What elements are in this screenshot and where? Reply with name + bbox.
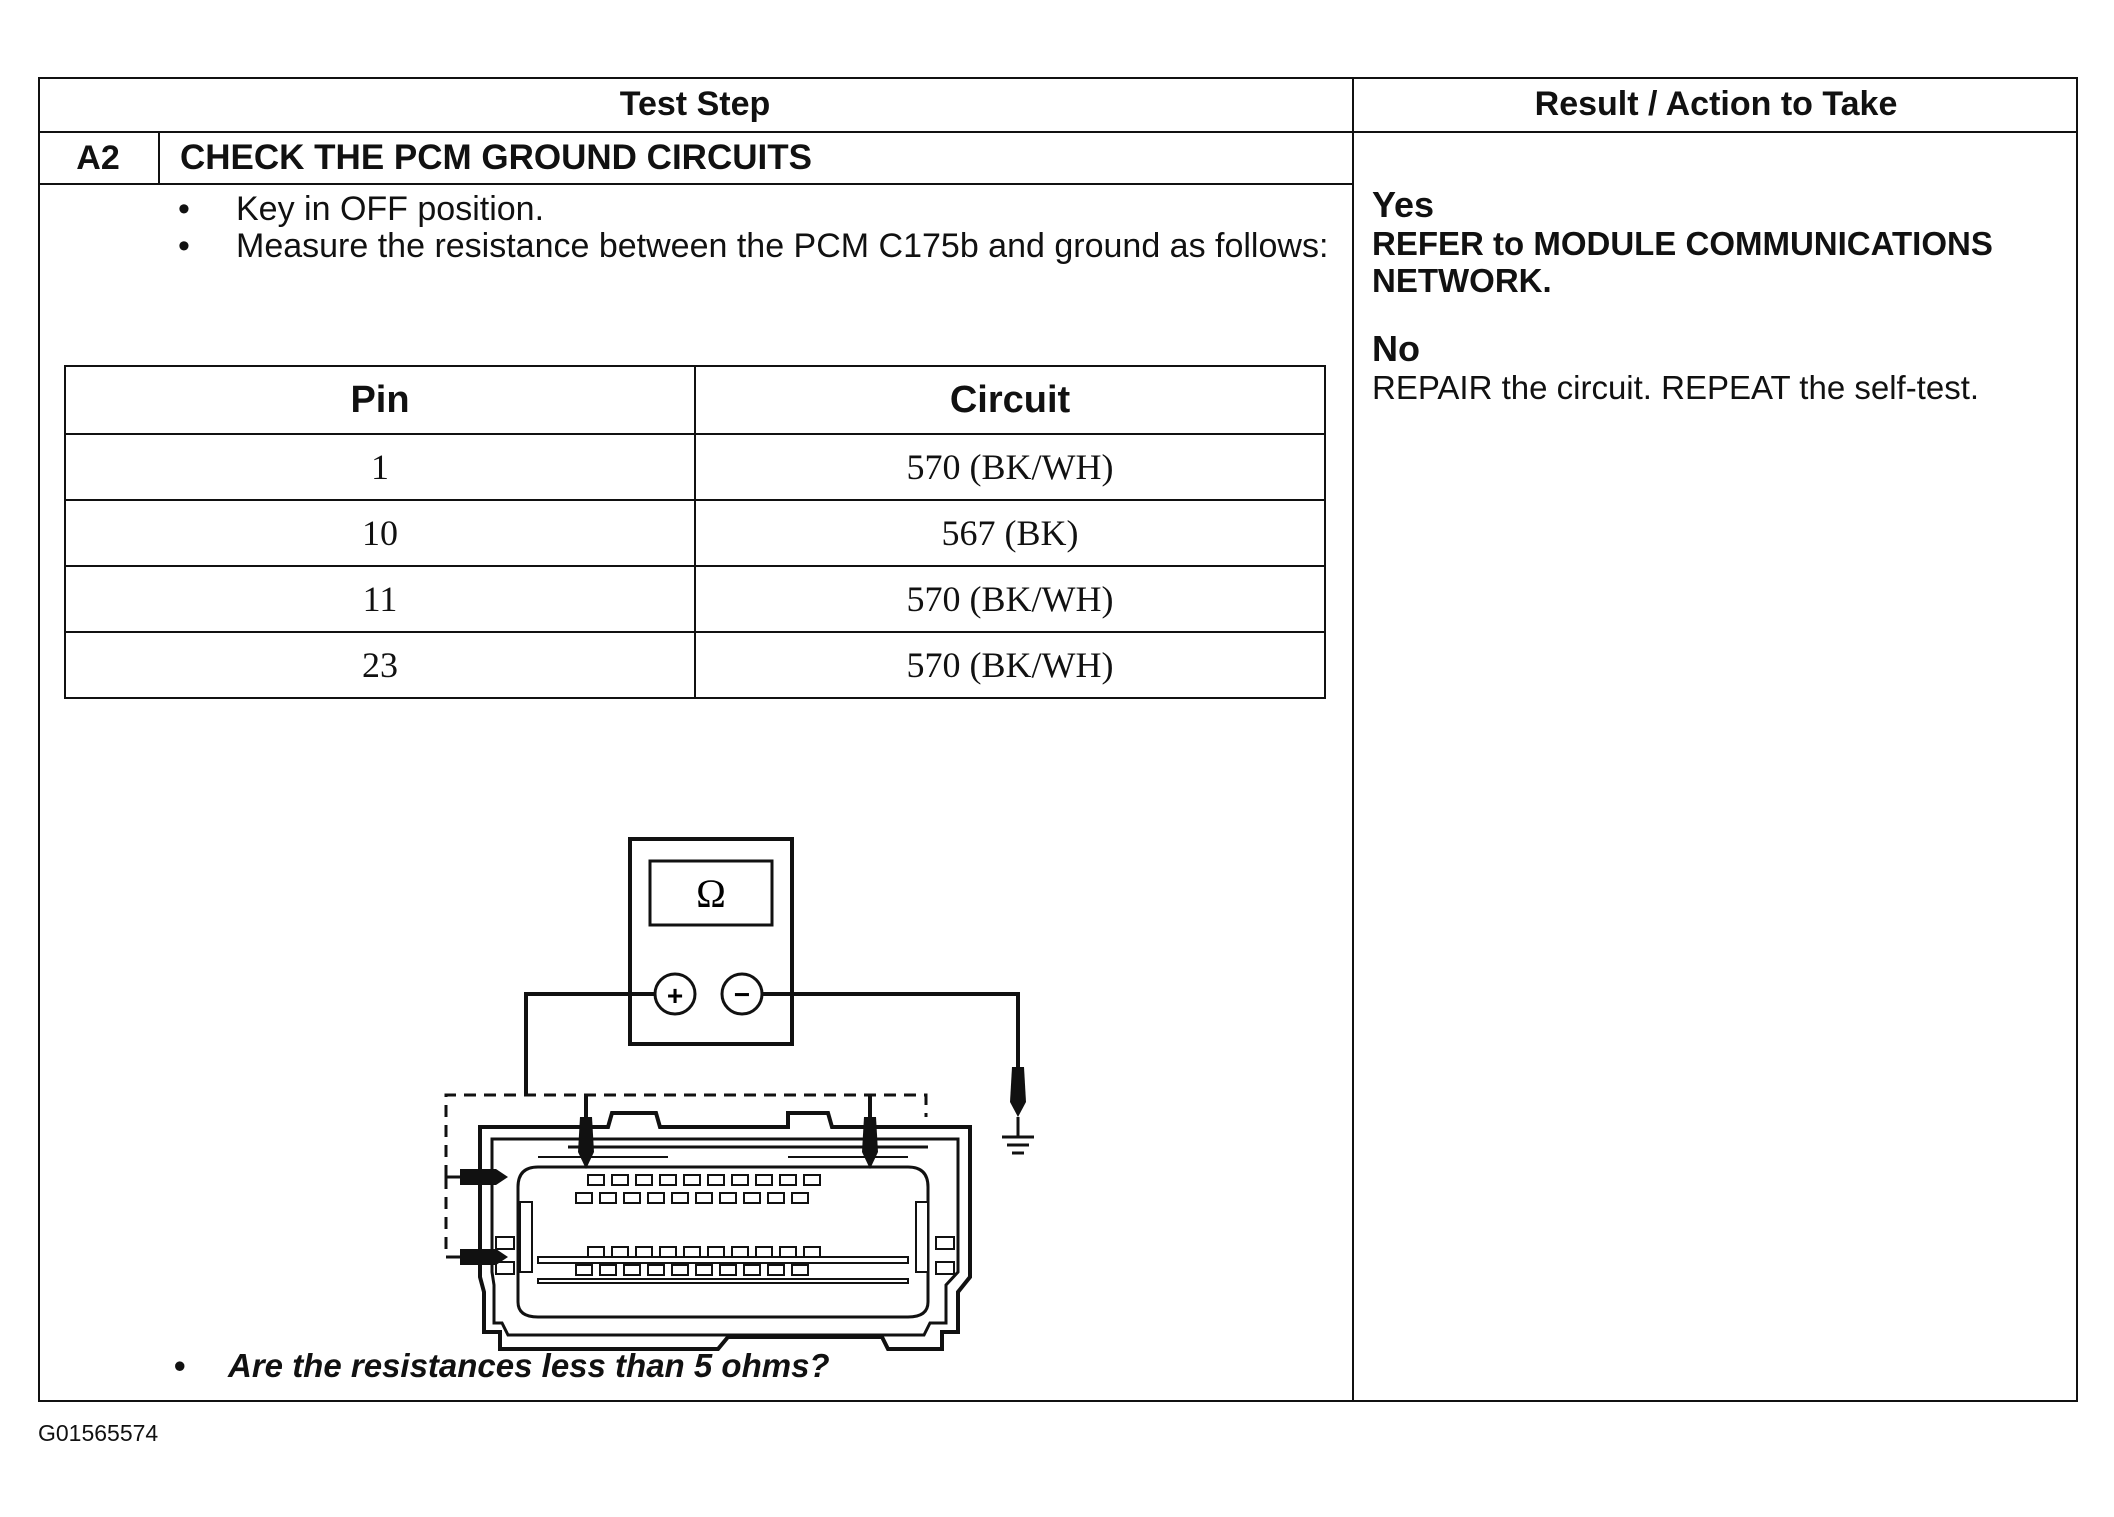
no-label: No: [1372, 328, 1420, 369]
instruction-text: Measure the resistance between the PCM C…: [236, 227, 1329, 265]
ohmmeter: Ω + −: [628, 837, 794, 1046]
test-step-header: Test Step: [619, 85, 771, 123]
instruction-list: • Key in OFF position. • Measure the res…: [178, 191, 1338, 265]
pin-cell: 11: [64, 565, 696, 633]
bullet-icon: •: [178, 190, 190, 228]
instruction-item: • Key in OFF position.: [178, 191, 1338, 228]
ground-icon: [1002, 1067, 1034, 1155]
no-action: REPAIR the circuit. REPEAT the self-test…: [1372, 369, 1980, 406]
minus-symbol: −: [734, 979, 750, 1010]
yes-action: REFER to MODULE COMMUNICATIONS NETWORK.: [1372, 225, 1993, 299]
pin-cell: 23: [64, 631, 696, 699]
question-text: Are the resistances less than 5 ohms?: [228, 1347, 830, 1384]
table-frame: [38, 77, 2078, 1402]
circuit-cell: 567 (BK): [694, 499, 1326, 567]
pin-cell: 10: [64, 499, 696, 567]
pcm-connector-c175b: [478, 1111, 972, 1351]
test-leads: [524, 992, 1020, 1095]
test-step-sheet: Test Step Result / Action to Take A2 CHE…: [38, 77, 2078, 1402]
jumper-dashed-line: [444, 1093, 928, 1257]
pin-circuit-table: Pin Circuit 1 570 (BK/WH) 10 567 (BK) 11…: [64, 365, 1326, 699]
circuit-column-header: Circuit: [694, 365, 1326, 435]
plus-symbol: +: [667, 980, 683, 1011]
results-column: Yes REFER to MODULE COMMUNICATIONS NETWO…: [1372, 184, 2072, 407]
instruction-item: • Measure the resistance between the PCM…: [178, 228, 1338, 265]
yes-label: Yes: [1372, 184, 1435, 225]
ohm-symbol: Ω: [696, 871, 726, 916]
pin-cell: 1: [64, 433, 696, 501]
step-row: A2 CHECK THE PCM GROUND CIRCUITS: [38, 133, 1352, 185]
ohmmeter-connector-diagram: Ω + −: [444, 837, 1034, 1351]
circuit-cell: 570 (BK/WH): [694, 565, 1326, 633]
header-divider: [38, 131, 2078, 133]
table-row: 23 570 (BK/WH): [64, 631, 1326, 699]
table-header-row: Pin Circuit: [64, 365, 1326, 435]
question: • Are the resistances less than 5 ohms?: [174, 1347, 830, 1385]
column-divider: [1352, 77, 1354, 1402]
circuit-cell: 570 (BK/WH): [694, 631, 1326, 699]
table-row: 10 567 (BK): [64, 499, 1326, 567]
figure-id: G01565574: [38, 1420, 159, 1446]
result-action-header: Result / Action to Take: [1534, 85, 1898, 123]
instruction-text: Key in OFF position.: [236, 190, 545, 228]
table-row: 11 570 (BK/WH): [64, 565, 1326, 633]
pin-column-header: Pin: [64, 365, 696, 435]
bullet-icon: •: [178, 227, 190, 265]
step-number: A2: [38, 133, 160, 183]
table-row: 1 570 (BK/WH): [64, 433, 1326, 501]
step-title: CHECK THE PCM GROUND CIRCUITS: [180, 138, 812, 177]
probe-icon: [446, 1095, 878, 1265]
circuit-cell: 570 (BK/WH): [694, 433, 1326, 501]
bullet-icon: •: [174, 1347, 186, 1384]
connector-pin-rows: [519, 1174, 929, 1276]
